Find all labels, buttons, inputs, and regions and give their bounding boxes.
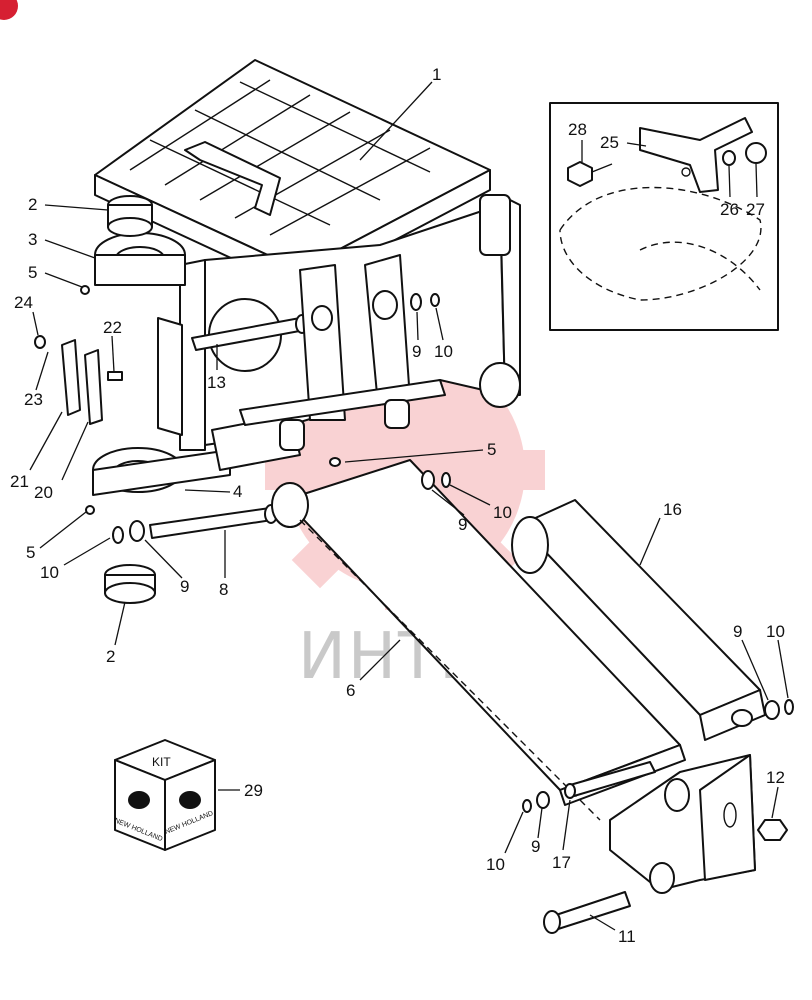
callout-22: 22 (103, 318, 122, 337)
callout-5-lower: 5 (26, 543, 35, 562)
callout-10-right: 10 (766, 622, 785, 641)
callout-17: 17 (552, 853, 571, 872)
callout-2-lower: 2 (106, 647, 115, 666)
callout-27: 27 (746, 200, 765, 219)
callout-9-lower: 9 (531, 837, 540, 856)
callout-10-middle: 10 (493, 503, 512, 522)
lift-arm (511, 499, 766, 741)
callout-3: 3 (28, 230, 37, 249)
callout-6: 6 (346, 681, 355, 700)
inset-detail (549, 102, 779, 331)
lower-bracket (522, 699, 794, 934)
callout-labels: 1 2 3 5 24 22 23 21 20 13 9 10 5 4 5 10 … (10, 65, 785, 946)
callout-13: 13 (207, 373, 226, 392)
callout-20: 20 (34, 483, 53, 502)
callout-23: 23 (24, 390, 43, 409)
callout-9-left: 9 (180, 577, 189, 596)
callout-5-middle: 5 (487, 440, 496, 459)
inset-callout-labels: 28 25 26 27 (568, 120, 765, 219)
callout-28: 28 (568, 120, 587, 139)
callout-1: 1 (432, 65, 441, 84)
callout-5-upper: 5 (28, 263, 37, 282)
corner-badge (0, 0, 18, 20)
callout-12: 12 (766, 768, 785, 787)
callout-21: 21 (10, 472, 29, 491)
callout-10-lower: 10 (486, 855, 505, 874)
callout-2-upper: 2 (28, 195, 37, 214)
callout-24: 24 (14, 293, 33, 312)
new-holland-leaf-icon (128, 791, 201, 809)
callout-8: 8 (219, 580, 228, 599)
callout-16: 16 (663, 500, 682, 519)
callout-9-middle: 9 (458, 515, 467, 534)
callout-4: 4 (233, 482, 242, 501)
leader-lines (29, 81, 789, 931)
kit-label: KIT (152, 755, 171, 769)
callout-9-right: 9 (733, 622, 742, 641)
frame-assembly (61, 59, 521, 496)
callout-10-upper: 10 (434, 342, 453, 361)
callout-25: 25 (600, 133, 619, 152)
callout-29: 29 (244, 781, 263, 800)
washers-upper (34, 285, 451, 515)
pivot-pin-group (104, 504, 278, 604)
callout-26: 26 (720, 200, 739, 219)
callout-11: 11 (618, 927, 636, 946)
callout-9-upper: 9 (412, 342, 421, 361)
kit-icon: KIT NEW HOLLAND NEW HOLLAND 29 (113, 739, 263, 851)
callout-10-left: 10 (40, 563, 59, 582)
